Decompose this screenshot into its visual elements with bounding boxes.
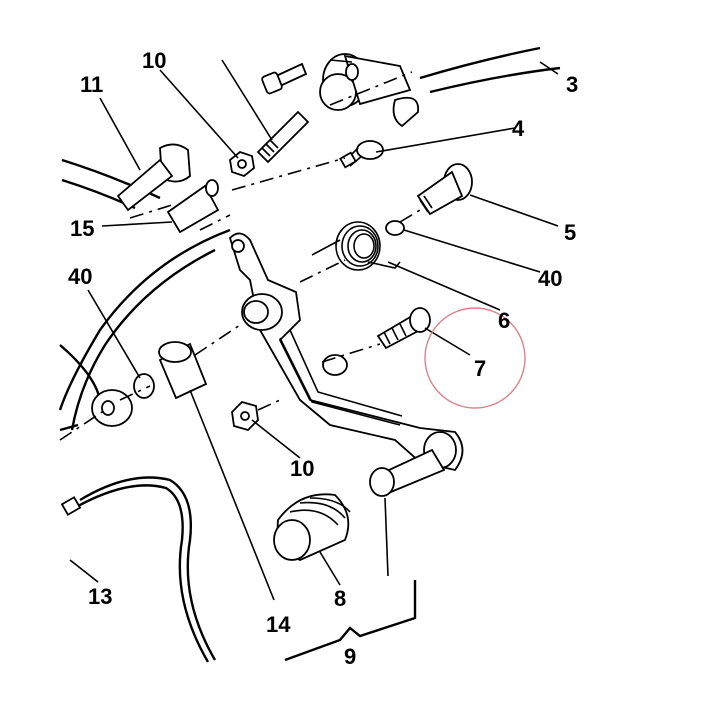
callout-9: 9 <box>344 644 356 669</box>
callout-14: 14 <box>266 612 291 637</box>
bolt-7-part <box>376 307 431 350</box>
callout-numbers: 3 4 5 6 7 8 9 10 10 11 13 14 15 40 40 <box>68 48 578 669</box>
cable-switch-part <box>60 476 217 663</box>
clip-part <box>339 140 384 169</box>
callout-15: 15 <box>70 216 94 241</box>
pivot-pin-part <box>416 163 473 216</box>
callout-11: 11 <box>80 72 103 97</box>
highlight-circle <box>424 307 526 409</box>
master-cylinder-part <box>319 53 419 128</box>
callout-7: 7 <box>474 356 486 381</box>
assembly-axis-lines <box>59 71 421 441</box>
nut-mid-part <box>231 400 259 432</box>
callout-4: 4 <box>512 116 525 141</box>
callout-5: 5 <box>564 220 576 245</box>
callout-10-mid: 10 <box>290 456 314 481</box>
bushing-15-part <box>166 179 220 234</box>
nut-top-part <box>229 150 255 178</box>
frame-contours <box>58 46 561 432</box>
push-rod-part <box>256 110 310 164</box>
callout-3: 3 <box>566 72 578 97</box>
o-ring-left-part <box>133 373 155 399</box>
pedal-rubber-part <box>273 493 351 561</box>
top-bolt-part <box>261 62 308 95</box>
callout-10-top: 10 <box>142 48 166 73</box>
o-ring-right-part <box>385 220 405 236</box>
callout-40-right: 40 <box>538 266 562 291</box>
washer-left-part <box>91 389 133 427</box>
callout-8: 8 <box>334 586 346 611</box>
return-spring-part <box>311 221 401 271</box>
leader-lines <box>69 59 559 601</box>
callout-13: 13 <box>88 584 112 609</box>
bracket-9 <box>284 580 417 662</box>
callout-40-left: 40 <box>68 264 92 289</box>
brake-pedal-arm-part <box>228 232 464 497</box>
callout-6: 6 <box>498 308 510 333</box>
clevis-part <box>116 143 191 212</box>
bushing-14-part <box>158 341 208 400</box>
